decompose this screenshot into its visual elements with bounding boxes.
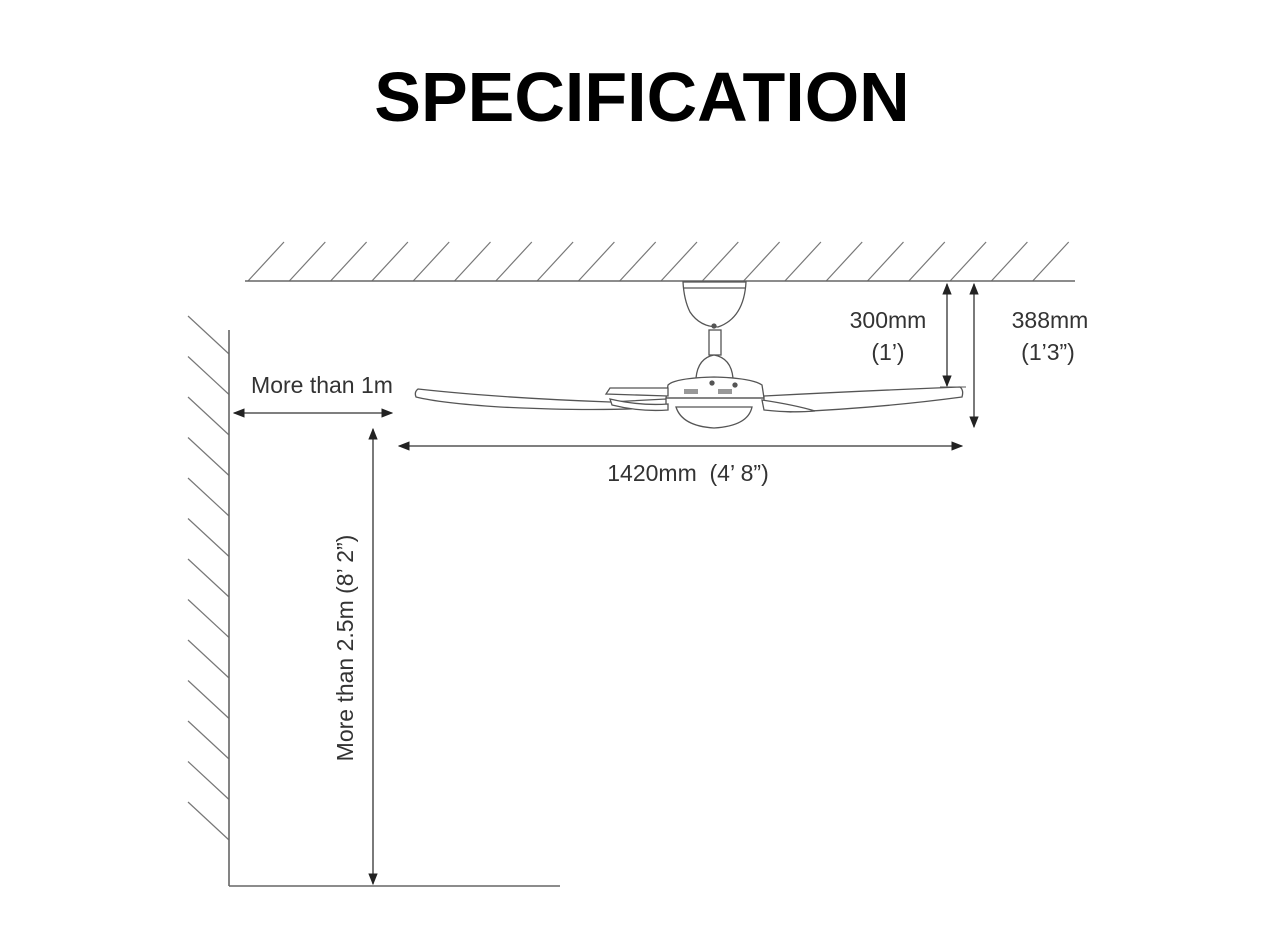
wall — [187, 315, 230, 886]
wall-hatch-mark — [187, 558, 230, 598]
ceiling-hatch-mark — [660, 241, 698, 282]
wall-hatch-mark — [187, 315, 230, 355]
wall-hatch-mark — [187, 437, 230, 476]
ceiling-hatch-mark — [330, 241, 368, 282]
blade-drop-mm-label: 300mm — [850, 307, 927, 333]
wall-hatch-mark — [187, 396, 230, 436]
floor-clearance-label: More than 2.5m (8’ 2”) — [332, 535, 358, 762]
floor-clearance-dimension: More than 2.5m (8’ 2”) — [332, 427, 378, 886]
wall-hatch-mark — [187, 680, 230, 719]
ceiling-hatch-mark — [371, 241, 409, 282]
ceiling — [245, 241, 1075, 282]
side-clearance-label: More than 1m — [251, 372, 393, 398]
ceiling-hatch-mark — [577, 241, 615, 282]
total-drop-imperial-label: (1’3”) — [1021, 339, 1075, 365]
ceiling-hatch-mark — [247, 241, 285, 282]
wall-hatching — [187, 315, 230, 841]
blade-drop-imperial-label: (1’) — [871, 339, 904, 365]
blade-span-label: 1420mm (4’ 8”) — [607, 460, 768, 486]
ceiling-hatch-mark — [949, 241, 987, 282]
wall-hatch-mark — [187, 356, 230, 395]
total-drop-dimension: 388mm (1’3”) — [969, 282, 1089, 429]
ceiling-hatching — [247, 241, 1070, 282]
ceiling-fan-icon — [414, 281, 964, 429]
ceiling-hatch-mark — [536, 241, 574, 282]
wall-hatch-mark — [187, 639, 230, 679]
ceiling-hatch-mark — [784, 241, 822, 282]
wall-hatch-mark — [187, 477, 230, 517]
wall-hatch-mark — [187, 518, 230, 557]
side-clearance-dimension: More than 1m — [232, 372, 394, 418]
ceiling-hatch-mark — [825, 241, 863, 282]
blade-drop-dimension: 300mm (1’) — [850, 282, 966, 388]
ceiling-hatch-mark — [495, 241, 533, 282]
ceiling-hatch-mark — [288, 241, 326, 282]
ceiling-hatch-mark — [454, 241, 491, 282]
ceiling-hatch-mark — [743, 241, 781, 282]
blade-span-dimension: 1420mm (4’ 8”) — [397, 441, 964, 486]
ceiling-hatch-mark — [990, 241, 1028, 282]
wall-hatch-mark — [187, 720, 230, 760]
total-drop-mm-label: 388mm — [1012, 307, 1089, 333]
ceiling-hatch-mark — [701, 241, 739, 282]
wall-hatch-mark — [187, 761, 230, 800]
wall-hatch-mark — [187, 801, 230, 841]
wall-hatch-mark — [187, 599, 230, 638]
ceiling-hatch-mark — [619, 241, 657, 282]
ceiling-hatch-mark — [412, 241, 450, 282]
ceiling-hatch-mark — [867, 241, 904, 282]
page-title: SPECIFICATION — [374, 58, 910, 136]
ceiling-hatch-mark — [908, 241, 946, 282]
ceiling-hatch-mark — [1032, 241, 1070, 282]
